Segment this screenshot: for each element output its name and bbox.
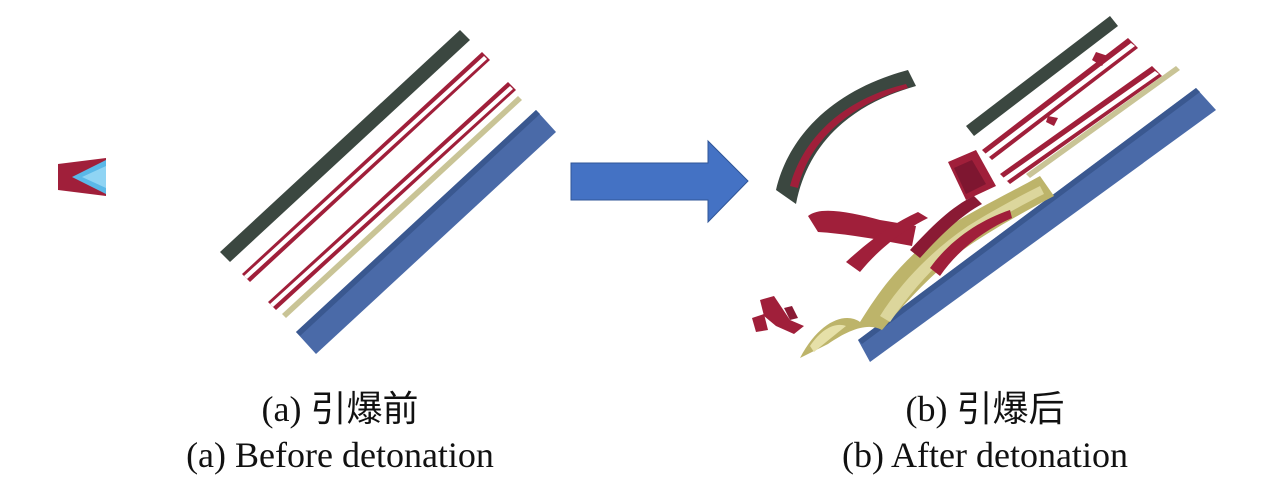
caption-after-english: (b) After detonation xyxy=(842,435,1128,475)
red-striped-layers-remaining xyxy=(982,38,1162,184)
blue-armor-plate xyxy=(296,110,556,354)
panel-before-detonation xyxy=(58,30,556,354)
deformed-dark-plate xyxy=(776,70,916,204)
caption-before-chinese: (a) 引爆前 xyxy=(261,389,419,429)
blue-armor-plate-remaining xyxy=(858,88,1216,362)
process-arrow xyxy=(570,139,749,224)
dark-cover-plate-remaining xyxy=(966,16,1118,136)
caption-before-english: (a) Before detonation xyxy=(186,435,494,475)
red-striped-layer-2 xyxy=(268,82,516,310)
dark-cover-plate xyxy=(220,30,470,262)
red-fragment-debris xyxy=(752,150,1012,334)
caption-after-chinese: (b) 引爆后 xyxy=(905,389,1065,429)
panel-after-detonation xyxy=(752,16,1216,362)
liner-debris xyxy=(800,176,1054,358)
thin-liner-plate-remaining xyxy=(1026,66,1180,178)
red-striped-layer-1 xyxy=(242,52,490,282)
thin-liner-plate xyxy=(282,96,522,318)
projectile-shaped-charge xyxy=(58,158,106,196)
